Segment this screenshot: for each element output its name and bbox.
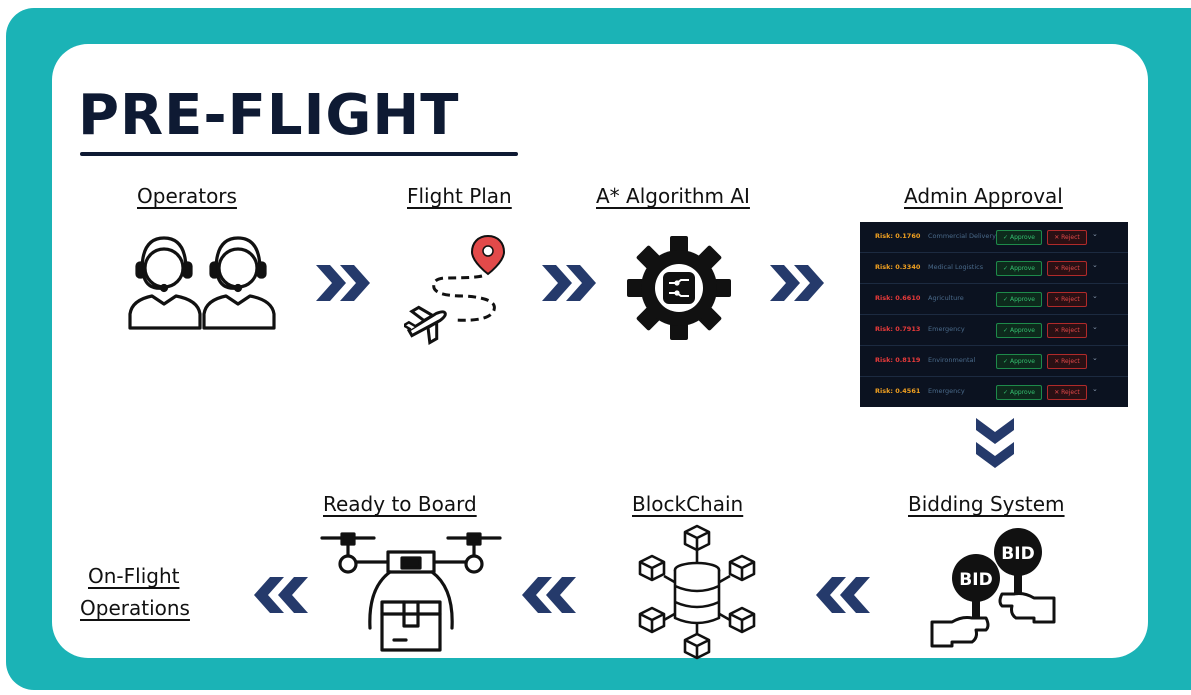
double-chevron-right-icon (542, 265, 596, 301)
approval-row: Risk: 0.4561 Emergency ✓ Approve ✕ Rejec… (860, 377, 1128, 407)
risk-score: Risk: 0.7913 (875, 325, 921, 333)
blockchain-database-icon (638, 524, 756, 660)
label-operators: Operators (137, 184, 237, 208)
headset-operators-icon (128, 236, 276, 330)
category-label: Emergency (928, 325, 965, 333)
chevron-down-icon[interactable]: ⌄ (1092, 385, 1098, 393)
label-blockchain: BlockChain (632, 492, 744, 516)
label-algorithm: A* Algorithm AI (596, 184, 750, 208)
double-chevron-down-icon (976, 418, 1014, 468)
airplane-route-pin-icon (404, 234, 506, 346)
admin-approval-panel: Risk: 0.1760 Commercial Delivery ✓ Appro… (860, 222, 1128, 407)
label-on-flight-line2: Operations (80, 596, 190, 620)
risk-score: Risk: 0.8119 (875, 356, 921, 364)
approval-row: Risk: 0.7913 Emergency ✓ Approve ✕ Rejec… (860, 315, 1128, 346)
bid-paddles-icon: BID BID (930, 528, 1056, 648)
double-chevron-left-icon (254, 577, 308, 613)
double-chevron-right-icon (316, 265, 370, 301)
risk-score: Risk: 0.6610 (875, 294, 921, 302)
bid-text: BID (1001, 544, 1034, 564)
risk-score: Risk: 0.3340 (875, 263, 921, 271)
approve-button[interactable]: ✓ Approve (996, 354, 1042, 369)
approve-button[interactable]: ✓ Approve (996, 261, 1042, 276)
category-label: Emergency (928, 387, 965, 395)
approve-button[interactable]: ✓ Approve (996, 385, 1042, 400)
approve-button[interactable]: ✓ Approve (996, 292, 1042, 307)
drone-package-icon (320, 532, 502, 652)
title-underline (80, 152, 518, 156)
reject-button[interactable]: ✕ Reject (1047, 261, 1087, 276)
double-chevron-left-icon (816, 577, 870, 613)
approval-row: Risk: 0.8119 Environmental ✓ Approve ✕ R… (860, 346, 1128, 377)
label-flight-plan: Flight Plan (407, 184, 512, 208)
risk-score: Risk: 0.1760 (875, 232, 921, 240)
label-ready-to-board: Ready to Board (323, 492, 477, 516)
approval-row: Risk: 0.3340 Medical Logistics ✓ Approve… (860, 253, 1128, 284)
category-label: Medical Logistics (928, 263, 984, 271)
label-admin-approval: Admin Approval (904, 184, 1063, 208)
reject-button[interactable]: ✕ Reject (1047, 354, 1087, 369)
reject-button[interactable]: ✕ Reject (1047, 230, 1087, 245)
chevron-down-icon[interactable]: ⌄ (1092, 261, 1098, 269)
chevron-down-icon[interactable]: ⌄ (1092, 292, 1098, 300)
ai-gear-icon (627, 236, 731, 340)
approve-button[interactable]: ✓ Approve (996, 230, 1042, 245)
approval-row: Risk: 0.6610 Agriculture ✓ Approve ✕ Rej… (860, 284, 1128, 315)
label-on-flight-line1: On-Flight (88, 564, 180, 588)
chevron-down-icon[interactable]: ⌄ (1092, 230, 1098, 238)
category-label: Environmental (928, 356, 976, 364)
bid-text: BID (959, 570, 992, 590)
page-title: PRE-FLIGHT (78, 83, 460, 148)
category-label: Agriculture (928, 294, 964, 302)
approval-row: Risk: 0.1760 Commercial Delivery ✓ Appro… (860, 222, 1128, 253)
double-chevron-left-icon (522, 577, 576, 613)
chevron-down-icon[interactable]: ⌄ (1092, 354, 1098, 362)
reject-button[interactable]: ✕ Reject (1047, 385, 1087, 400)
double-chevron-right-icon (770, 265, 824, 301)
label-on-flight: On-Flight Operations (80, 560, 190, 624)
chevron-down-icon[interactable]: ⌄ (1092, 323, 1098, 331)
label-bidding: Bidding System (908, 492, 1065, 516)
category-label: Commercial Delivery (928, 232, 996, 240)
reject-button[interactable]: ✕ Reject (1047, 292, 1087, 307)
approve-button[interactable]: ✓ Approve (996, 323, 1042, 338)
risk-score: Risk: 0.4561 (875, 387, 921, 395)
reject-button[interactable]: ✕ Reject (1047, 323, 1087, 338)
